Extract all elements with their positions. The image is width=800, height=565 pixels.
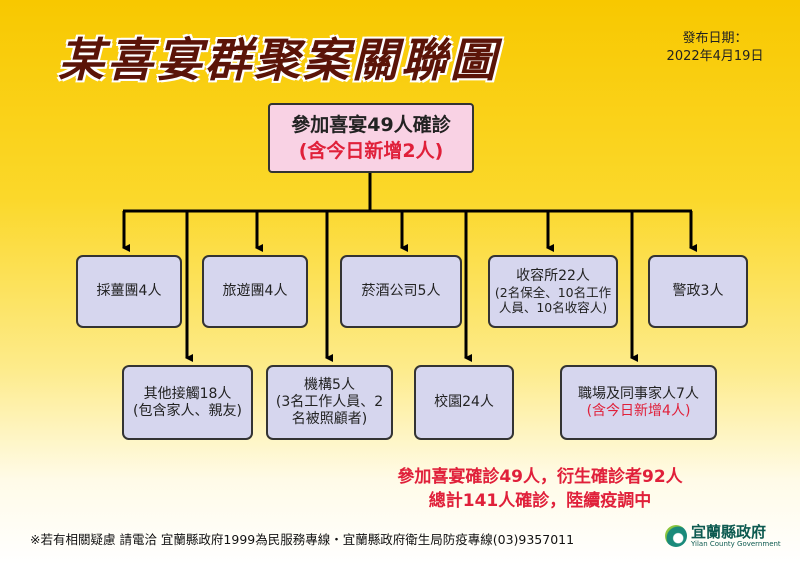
summary-line2: 總計141人確診，陸續疫調中 [428, 491, 652, 511]
summary: 參加喜宴確診49人，衍生確診者92人 總計141人確診，陸續疫調中 [350, 465, 730, 513]
node-sub: (包含家人、親友) [133, 402, 242, 419]
node-box: 職場及同事家人7人(含今日新增4人) [560, 365, 717, 440]
node-box: 校園24人 [414, 365, 514, 440]
page-title: 某喜宴群聚案關聯圖 [58, 33, 499, 87]
node-box: 收容所22人(2名保全、10名工作人員、10名收容人) [488, 255, 618, 328]
summary-line1: 參加喜宴確診49人，衍生確診者92人 [397, 467, 683, 487]
node-label: 校園24人 [434, 394, 494, 410]
node-label: 旅遊團4人 [222, 283, 288, 299]
node-box: 旅遊團4人 [202, 255, 308, 328]
node-sub: (3名工作人員、2名被照顧者) [275, 394, 384, 427]
node-box: 採薑團4人 [76, 255, 182, 328]
node-label: 菸酒公司5人 [361, 283, 441, 299]
node-label: 機構5人 [304, 377, 355, 393]
logo-zh: 宜蘭縣政府 [691, 523, 767, 541]
logo-mark-icon [665, 525, 687, 547]
footer-contact: ※若有相關疑慮 請電洽 宜蘭縣政府1999為民服務專線・宜蘭縣政府衛生局防疫專線… [30, 532, 575, 547]
date-value: 2022年4月19日 [666, 49, 764, 64]
node-label: 採薑團4人 [96, 283, 162, 299]
root-box: 參加喜宴49人確診 (含今日新增2人) [268, 103, 474, 173]
node-box: 警政3人 [648, 255, 748, 328]
node-label: 警政3人 [672, 283, 724, 299]
node-label: 其他接觸18人 [143, 385, 232, 402]
node-label: 職場及同事家人7人 [578, 385, 699, 402]
node-box: 其他接觸18人(包含家人、親友) [122, 365, 253, 440]
node-label: 收容所22人 [516, 268, 590, 284]
date-label: 發布日期： [682, 31, 748, 46]
logo-en: Yilan County Government [691, 540, 781, 548]
node-box: 菸酒公司5人 [340, 255, 462, 328]
root-line1: 參加喜宴49人確診 [291, 114, 451, 136]
root-line2: (含今日新增2人) [298, 140, 444, 162]
node-note: (含今日新增4人) [586, 402, 691, 419]
node-sub: (2名保全、10名工作人員、10名收容人) [494, 285, 612, 315]
publish-date: 發布日期： 2022年4月19日 [655, 30, 775, 66]
node-box: 機構5人(3名工作人員、2名被照顧者) [266, 365, 393, 440]
